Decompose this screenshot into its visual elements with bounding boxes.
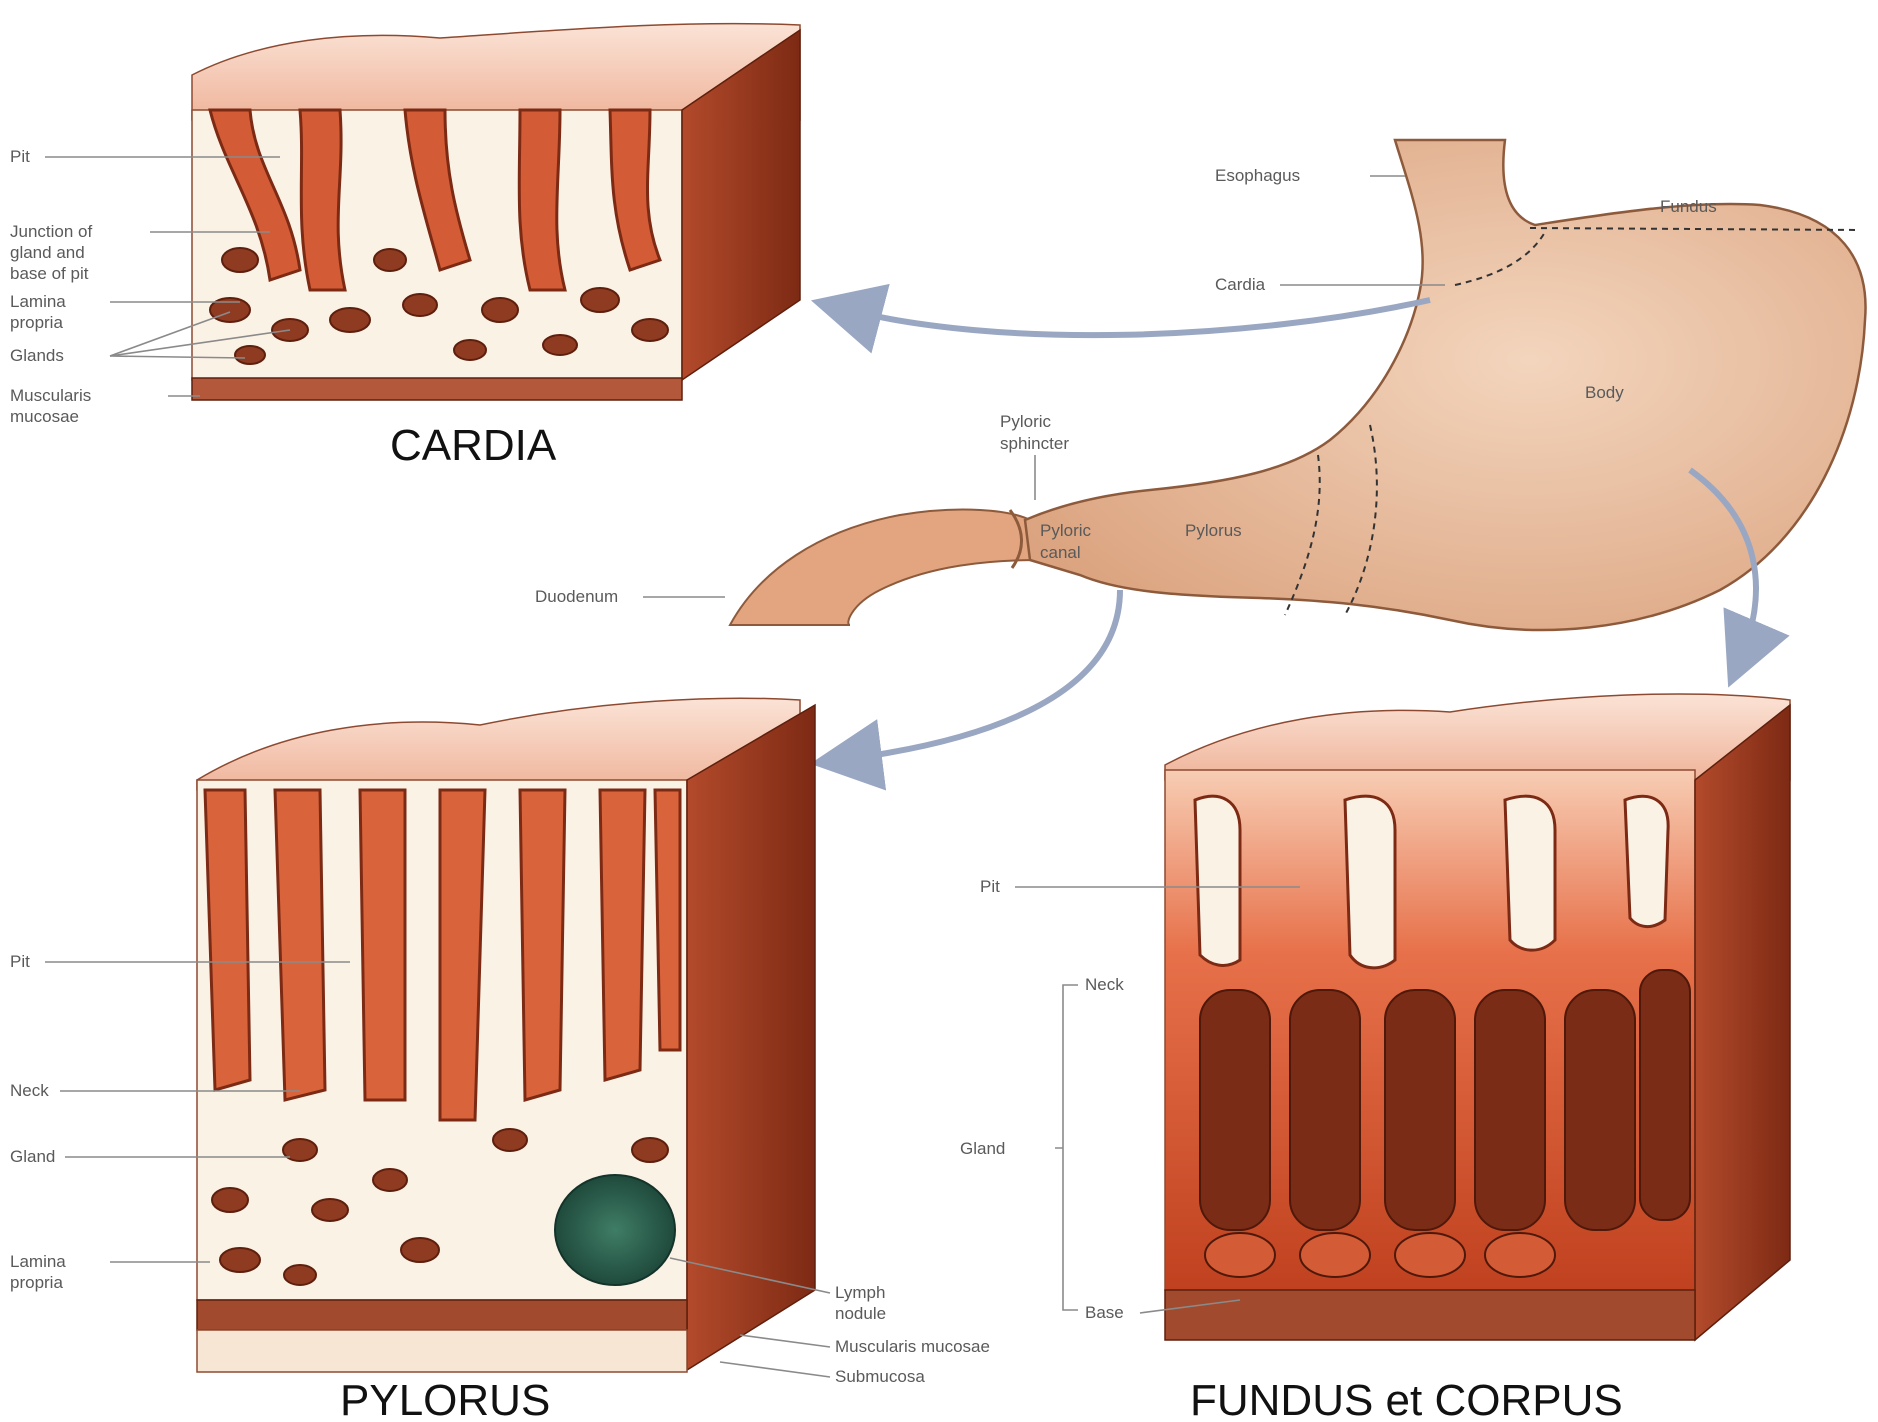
cardia-title: CARDIA: [390, 421, 557, 470]
stomach-body-shape: [1025, 140, 1866, 630]
cardia-junction-label-line1: Junction of: [10, 222, 92, 241]
fundus-label: Fundus: [1660, 197, 1717, 216]
pylorus-muscularis-layer: [197, 1300, 687, 1330]
pylorus-muscularis-leader: [740, 1335, 830, 1347]
pylorus-submucosa-label: Submucosa: [835, 1367, 925, 1386]
fundus-corpus-title: FUNDUS et CORPUS: [1190, 1376, 1623, 1422]
fundus-neck-label: Neck: [1085, 975, 1124, 994]
pylorus-neck-label: Neck: [10, 1081, 49, 1100]
fundus-muscularis-layer: [1165, 1290, 1695, 1340]
cardia-region-label: Cardia: [1215, 275, 1266, 294]
pylorus-submucosa-leader: [720, 1362, 830, 1377]
cardia-junction-label-line3: base of pit: [10, 264, 89, 283]
fundus-gland-bracket: [1055, 985, 1078, 1310]
arrow-to-pylorus: [840, 590, 1120, 760]
pylorus-submucosa-layer: [197, 1330, 687, 1372]
cardia-lamina-label-line1: Lamina: [10, 292, 66, 311]
fundus-gland-label: Gland: [960, 1139, 1005, 1158]
esophagus-label: Esophagus: [1215, 166, 1300, 185]
body-label: Body: [1585, 383, 1624, 402]
pylorus-tissue-block: Pit Neck Gland Lamina propria Lymph nodu…: [10, 698, 990, 1422]
pylorus-muscularis-label: Muscularis mucosae: [835, 1337, 990, 1356]
cardia-muscularis-label-line2: mucosae: [10, 407, 79, 426]
fundus-side-face: [1695, 705, 1790, 1340]
cardia-glands-label: Glands: [10, 346, 64, 365]
cardia-tissue-block: Pit Junction of gland and base of pit La…: [10, 24, 800, 470]
fundus-top-surface: [1165, 694, 1790, 780]
pylorus-title: PYLORUS: [340, 1376, 550, 1422]
pylorus-region-label: Pylorus: [1185, 521, 1242, 540]
lymph-nodule-label-line1: Lymph: [835, 1283, 885, 1302]
pyloric-canal-label-line2: canal: [1040, 543, 1081, 562]
pylorus-gland-label: Gland: [10, 1147, 55, 1166]
fundus-base-label: Base: [1085, 1303, 1124, 1322]
pylorus-lamina-label-line2: propria: [10, 1273, 63, 1292]
arrow-to-cardia: [840, 300, 1430, 335]
fundus-pit-label: Pit: [980, 877, 1000, 896]
lymph-nodule-label-line2: nodule: [835, 1304, 886, 1323]
duodenum-label: Duodenum: [535, 587, 618, 606]
duodenum-shape: [730, 510, 1040, 625]
pylorus-lamina-label-line1: Lamina: [10, 1252, 66, 1271]
cardia-muscularis-layer: [192, 378, 682, 400]
cardia-lamina-label-line2: propria: [10, 313, 63, 332]
pylorus-side-face: [687, 705, 815, 1370]
cardia-pit-label: Pit: [10, 147, 30, 166]
fundus-corpus-tissue-block: Pit Neck Gland Base FUNDUS et CORPUS: [960, 694, 1790, 1422]
cardia-muscularis-label-line1: Muscularis: [10, 386, 91, 405]
lymph-nodule-shape: [555, 1175, 675, 1285]
pylorus-pit-label: Pit: [10, 952, 30, 971]
pyloric-canal-label-line1: Pyloric: [1040, 521, 1092, 540]
pyloric-sphincter-label-line1: Pyloric: [1000, 412, 1052, 431]
cardia-junction-label-line2: gland and: [10, 243, 85, 262]
pyloric-sphincter-label-line2: sphincter: [1000, 434, 1069, 453]
